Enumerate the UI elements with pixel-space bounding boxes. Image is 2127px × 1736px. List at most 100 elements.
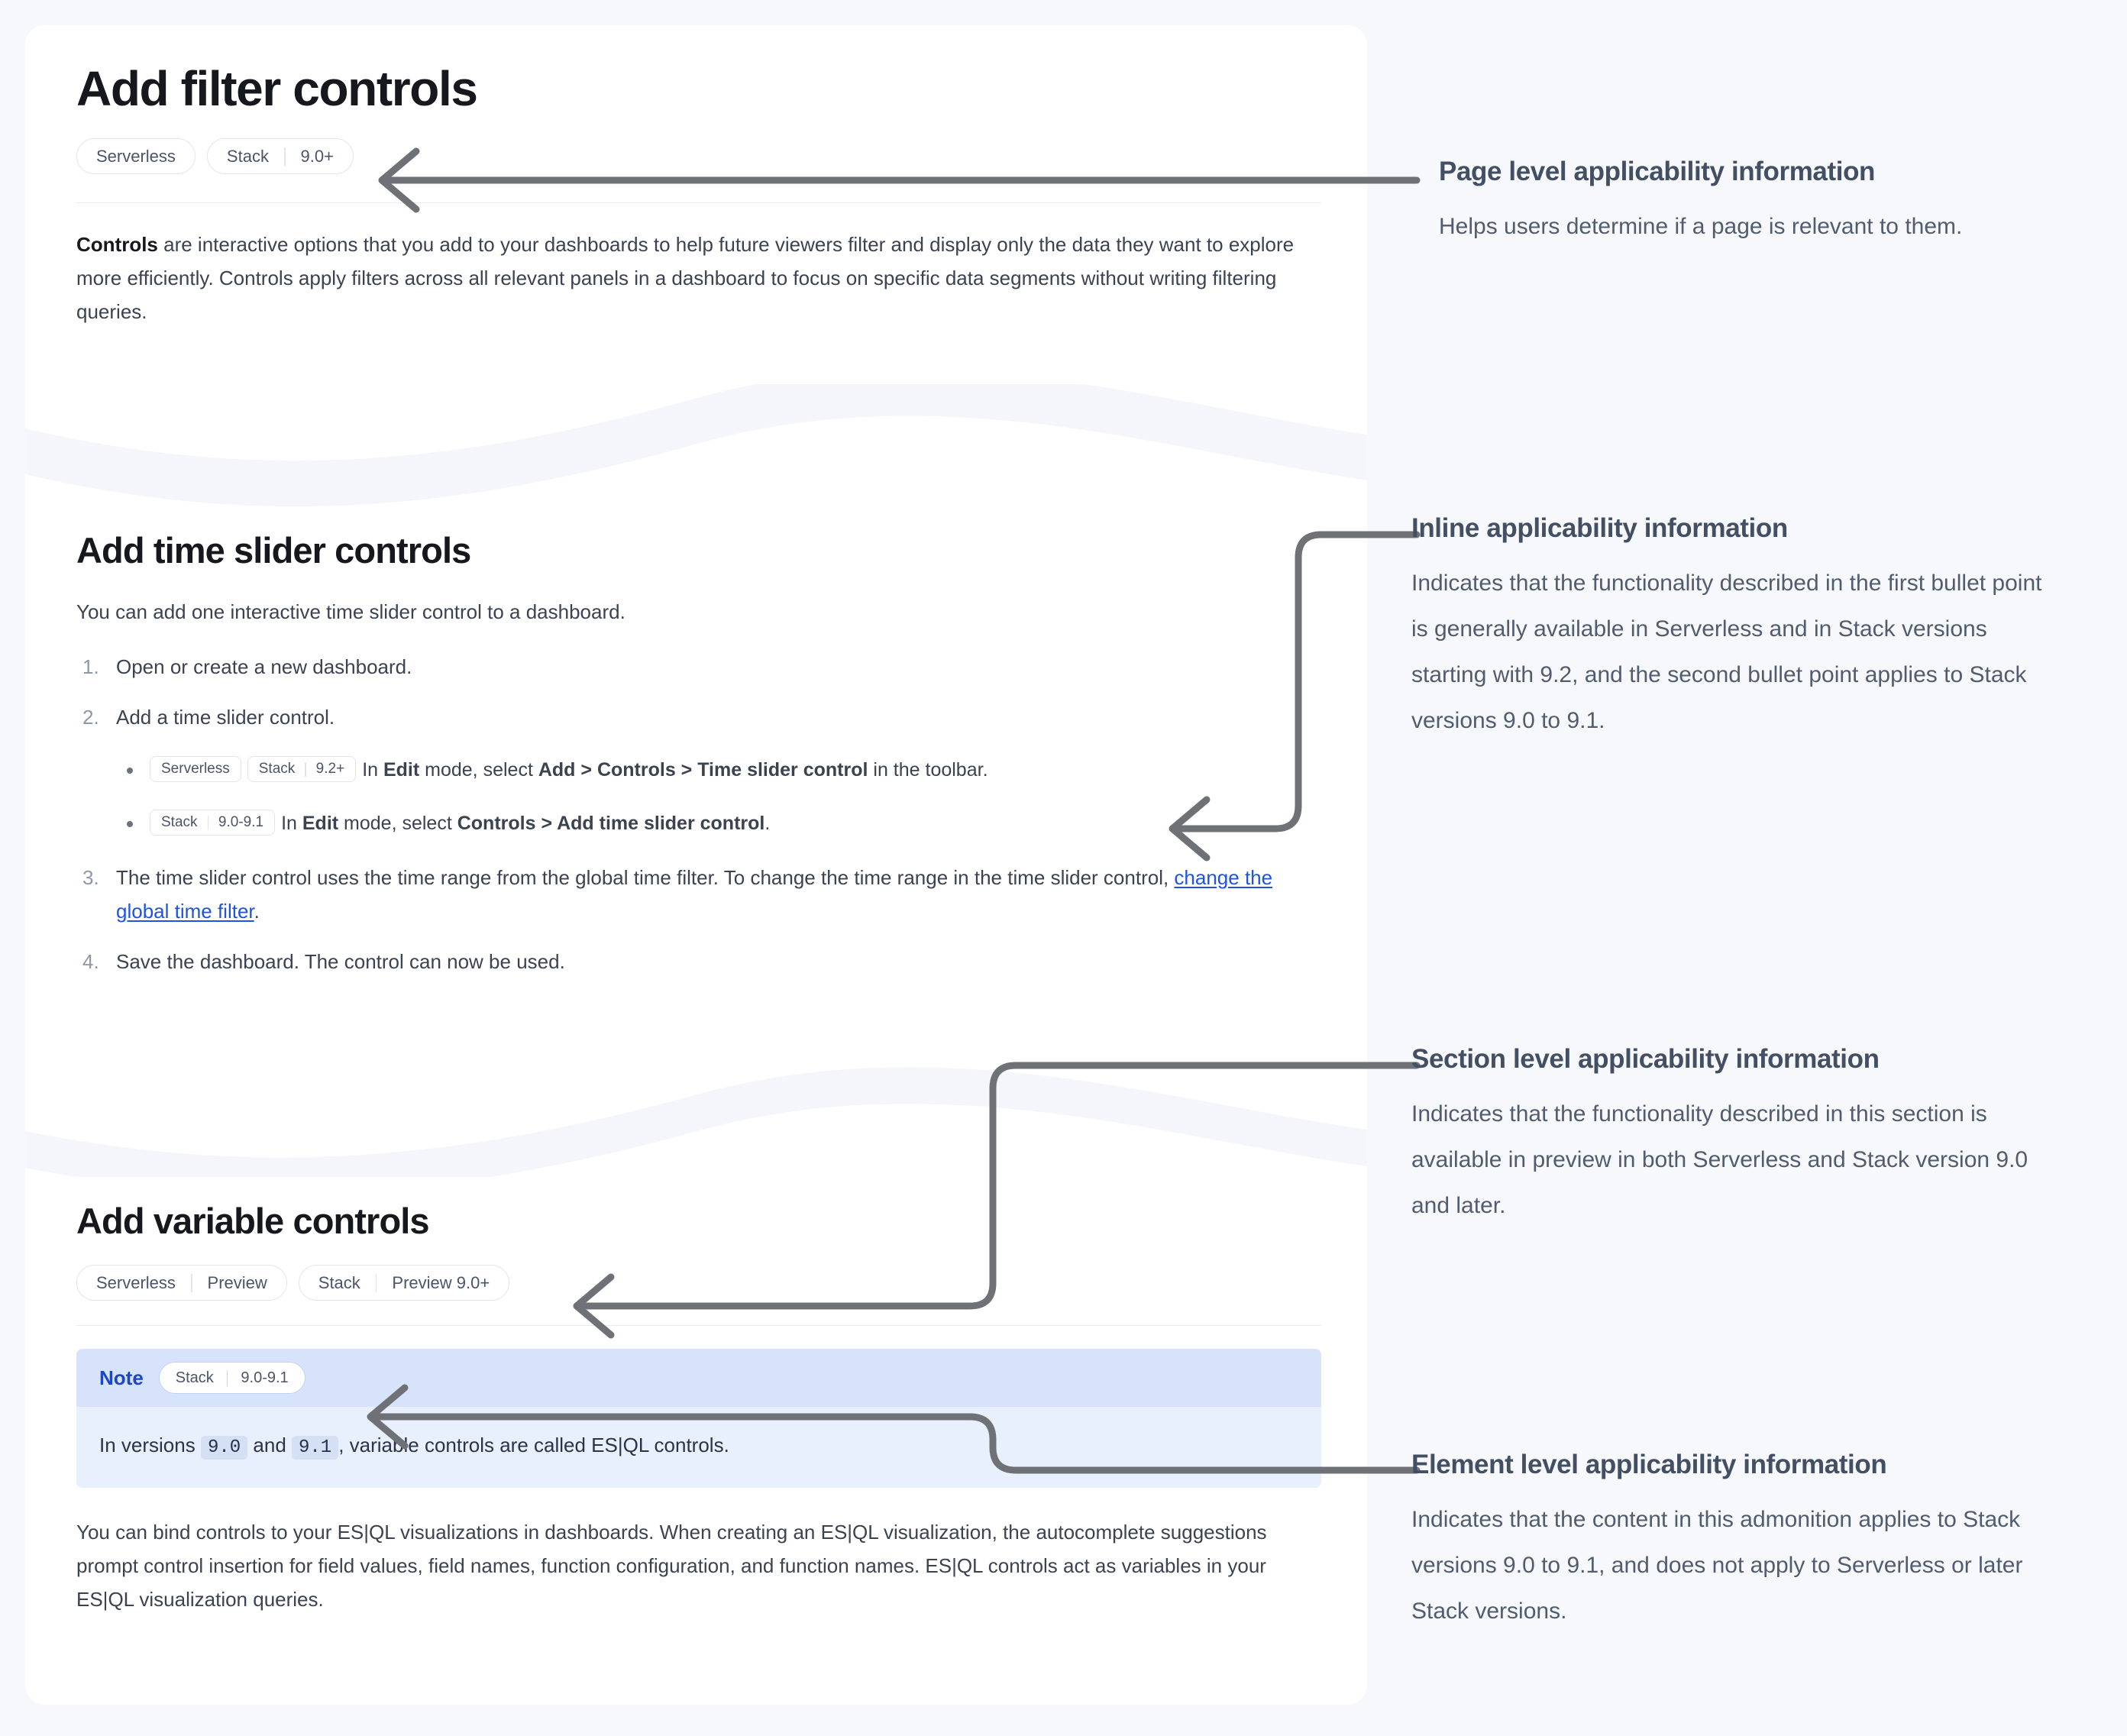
list-item: 2. Add a time slider control. Serverless… [76,700,1367,839]
annotation-inline: Inline applicability information Indicat… [1411,513,2045,744]
inline-badge-stack[interactable]: Stack 9.2+ [247,756,357,783]
badge-product: Serverless [96,1272,176,1292]
bullet-bold-add: Add [538,759,576,781]
step-text: Open or create a new dashboard. [116,655,412,678]
step-text: Add a time slider control. [116,706,335,729]
badge-lifecycle: Preview [207,1272,267,1292]
badge-version: 9.2+ [315,761,345,777]
bullet-sep-2: > [675,759,698,781]
inline-badge-stack[interactable]: Stack 9.0-9.1 [150,810,276,836]
bullet-text-tail: in the toolbar. [868,759,988,781]
annotation-title: Page level applicability information [1439,157,1876,186]
badge-separator [283,147,286,166]
bullet-text-mid: mode, select [338,813,457,834]
step-number: 2. [82,706,99,729]
bullet-bold-controls: Controls [457,813,536,834]
bullet-dot-icon [127,768,133,774]
bullet-bold-edit: Edit [383,759,420,781]
note-code-9-0: 9.0 [200,1436,248,1460]
annotation-section-level: Section level applicability information … [1411,1044,2045,1229]
badge-lifecycle-version: Preview 9.0+ [392,1272,490,1292]
step-number: 1. [82,655,99,678]
annotation-title: Inline applicability information [1411,513,1788,543]
step-number: 4. [82,950,99,973]
step-text: Save the dashboard. The control can now … [116,950,565,973]
applicability-badge-stack[interactable]: Stack 9.0+ [206,138,354,174]
list-item: 4. Save the dashboard. The control can n… [76,945,1367,978]
page-header-section: Add filter controls Serverless Stack 9.0… [25,60,1367,328]
badge-separator [375,1273,377,1292]
badge-product: Stack [258,761,296,777]
badge-separator [190,1273,192,1292]
intro-paragraph: Controls are interactive options that yo… [76,228,1298,328]
annotation-body: Indicates that the functionality describ… [1411,1101,2028,1218]
note-text-prefix: In versions [99,1434,201,1456]
list-item: Serverless Stack 9.2+ In Edit mode, sele… [116,754,1367,786]
badge-product: Serverless [96,146,176,166]
badge-separator [226,1369,228,1386]
page-applicability-badges: Serverless Stack 9.0+ [76,138,1367,174]
section-wave-divider-1 [25,384,1367,514]
time-slider-steps: 1. Open or create a new dashboard. 2. Ad… [76,650,1367,978]
note-text-tail: , variable controls are called ES|QL con… [338,1434,729,1456]
step-text-tail: . [254,900,260,923]
note-applicability-badge-stack[interactable]: Stack 9.0-9.1 [158,1362,305,1394]
title-divider [76,202,1321,203]
applicability-badge-stack-preview[interactable]: Stack Preview 9.0+ [298,1265,510,1301]
badge-product: Stack [161,814,198,831]
step-text: The time slider control uses the time ra… [116,866,1175,889]
badge-product: Serverless [161,761,230,777]
note-label: Note [99,1366,144,1389]
badge-product: Stack [318,1272,360,1292]
time-slider-sub-bullets: Serverless Stack 9.2+ In Edit mode, sele… [116,754,1367,839]
applicability-badge-serverless-preview[interactable]: Serverless Preview [76,1265,287,1301]
variable-controls-paragraph: You can bind controls to your ES|QL visu… [76,1521,1267,1611]
time-slider-section: Add time slider controls You can add one… [25,529,1367,995]
note-admonition-body: In versions 9.0 and 9.1, variable contro… [76,1407,1321,1488]
inline-badge-serverless[interactable]: Serverless [150,756,241,783]
bullet-text-prefix: In [281,813,302,834]
annotation-title: Element level applicability information [1411,1450,1887,1479]
bullet-sep-1: > [535,813,558,834]
bullet-bold-edit: Edit [302,813,339,834]
bullet-text-prefix: In [362,759,383,781]
list-item: Stack 9.0-9.1 In Edit mode, select Contr… [116,807,1367,839]
section-applicability-badges: Serverless Preview Stack Preview 9.0+ [76,1265,1367,1301]
intro-lead-term: Controls [76,233,158,256]
time-slider-intro: You can add one interactive time slider … [76,600,625,623]
badge-version: 9.0-9.1 [241,1369,289,1386]
variable-controls-section: Add variable controls Serverless Preview… [25,1200,1367,1616]
page-title: Add filter controls [76,61,478,116]
bullet-bold-add-time-slider-control: Add time slider control [557,813,765,834]
list-item: 3. The time slider control uses the time… [76,861,1330,928]
bullet-sep-1: > [575,759,597,781]
bullet-bold-controls: Controls [596,759,676,781]
annotation-title: Section level applicability information [1411,1044,1880,1074]
step-number: 3. [82,866,99,889]
variable-section-title: Add variable controls [76,1201,430,1241]
applicability-badge-serverless[interactable]: Serverless [76,138,196,174]
annotation-page-level: Page level applicability information Hel… [1439,157,2073,250]
bullet-text-mid: mode, select [419,759,538,781]
badge-product: Stack [175,1369,214,1386]
badge-version: 9.0-9.1 [218,814,264,831]
badge-version: 9.0+ [300,146,334,166]
time-slider-section-title: Add time slider controls [76,530,471,571]
annotation-body: Helps users determine if a page is relev… [1439,214,1963,239]
documentation-card: Add filter controls Serverless Stack 9.0… [25,25,1367,1705]
bullet-dot-icon [127,821,133,827]
annotation-body: Indicates that the content in this admon… [1411,1507,2023,1624]
note-admonition-header: Note Stack 9.0-9.1 [76,1349,1321,1407]
note-admonition: Note Stack 9.0-9.1 In versions 9.0 and 9… [76,1349,1321,1488]
annotation-element-level: Element level applicability information … [1411,1450,2045,1634]
intro-rest: are interactive options that you add to … [76,233,1295,323]
bullet-bold-time-slider-control: Time slider control [697,759,868,781]
annotation-body: Indicates that the functionality describ… [1411,571,2042,733]
note-code-9-1: 9.1 [292,1436,339,1460]
global-time-filter-link[interactable]: change the global time filter [116,866,1273,923]
badge-product: Stack [226,146,269,166]
note-text-mid: and [247,1434,292,1456]
bullet-text-tail: . [764,813,771,834]
section-wave-divider-2 [25,1067,1367,1177]
section-divider [76,1325,1321,1326]
